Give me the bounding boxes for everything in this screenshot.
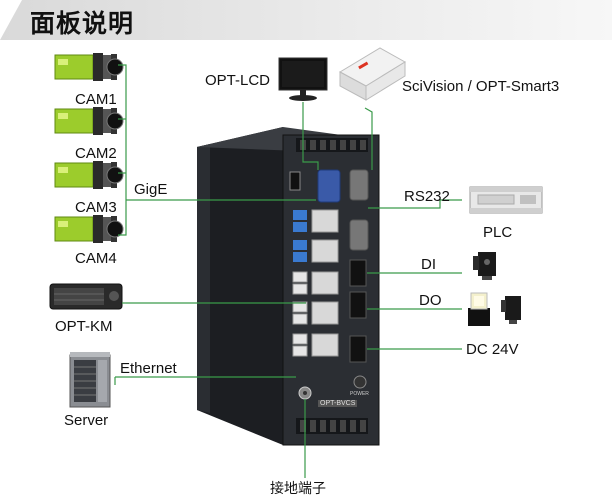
dc24v-label: DC 24V [466, 341, 519, 358]
rs232-label: RS232 [404, 188, 450, 205]
ethernet-label: Ethernet [120, 360, 177, 377]
cam4-label: CAM4 [75, 250, 117, 267]
keyboard-icon [49, 283, 123, 310]
camera-3-icon [54, 160, 124, 190]
camera-4-icon [54, 214, 124, 244]
di-sensor-icon [473, 252, 496, 280]
do-label: DO [419, 292, 442, 309]
camera-1-icon [54, 52, 124, 82]
scivision-label: SciVision / OPT-Smart3 [402, 78, 560, 95]
plc-label: PLC [483, 224, 513, 241]
ground-terminal-label: 接地端子 [270, 481, 326, 497]
opt-lcd-label: OPT-LCD [205, 72, 271, 89]
page-title: 面板说明 [30, 9, 135, 38]
do-lamp-icon [468, 292, 490, 326]
opt-km-label: OPT-KM [55, 318, 113, 335]
cam2-label: CAM2 [75, 145, 117, 162]
cam1-label: CAM1 [75, 91, 117, 108]
gige-label: GigE [134, 181, 168, 198]
server-label: Server [64, 412, 109, 429]
smart-camera-icon [338, 47, 406, 101]
device-front-label: OPT-BVCS [318, 400, 358, 407]
di-label: DI [421, 256, 436, 273]
cam3-label: CAM3 [75, 199, 117, 216]
camera-2-icon [54, 106, 124, 136]
plc-icon [469, 186, 543, 214]
header-bar: 面板说明 [0, 0, 612, 40]
do-sensor-icon [501, 296, 521, 324]
server-icon [69, 352, 111, 408]
connector-lines [114, 64, 462, 478]
controller-device [197, 127, 380, 446]
power-label: POWER [350, 391, 369, 397]
monitor-icon [278, 57, 328, 101]
